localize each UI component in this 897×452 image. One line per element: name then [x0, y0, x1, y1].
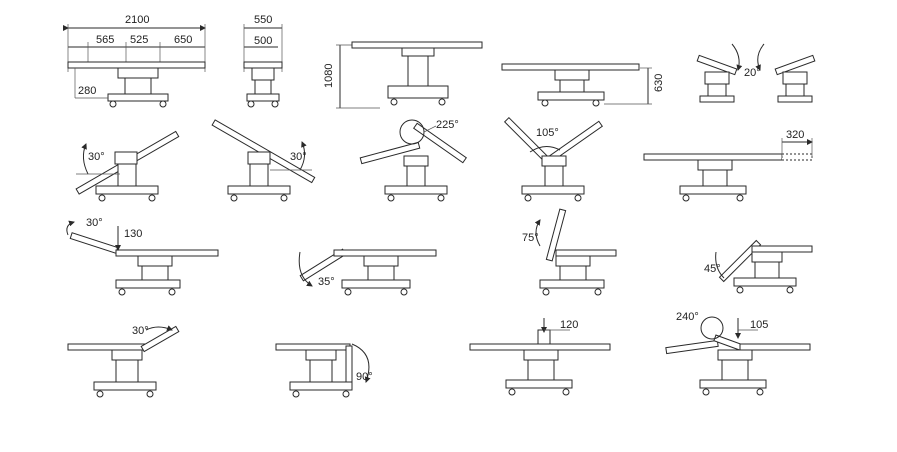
dim-back-down-drop: 130 [124, 228, 142, 240]
dim-min-height: 630 [653, 74, 665, 92]
table-back-down: 130 30° [66, 217, 219, 296]
table-leg-fold: 90° [275, 343, 373, 398]
dim-leg-down-angle: 35° [318, 276, 335, 288]
dim-width-outer: 550 [254, 14, 272, 26]
dim-trend-angle: 30° [88, 151, 105, 163]
dim-base-offset: 280 [78, 85, 96, 97]
table-kidney-bridge-1: 120 [469, 318, 611, 396]
dim-leg-up-angle: 30° [132, 325, 149, 337]
table-reflex: 105° [503, 116, 603, 202]
dim-width-inner: 500 [254, 35, 272, 47]
dim-flex-angle: 225° [436, 119, 459, 131]
dim-seat-section: 525 [130, 34, 148, 46]
table-kidney-bridge-2: 240° 105 [665, 311, 811, 396]
table-reverse-trendelenburg: 30° [211, 119, 316, 202]
dim-leg-section: 650 [174, 34, 192, 46]
dim-reflex-angle: 105° [536, 127, 559, 139]
dim-back-up-angle: 75° [522, 232, 539, 244]
dim-kidney-bridge-2: 105 [750, 319, 768, 331]
dim-head-section: 565 [96, 34, 114, 46]
dim-head-down-angle: 45° [704, 263, 721, 275]
dim-lateral-tilt: 20° [744, 67, 761, 79]
table-min-height: 630 [501, 63, 665, 107]
table-max-height: 1080 [323, 41, 483, 109]
dim-kidney-bridge-1: 120 [560, 319, 578, 331]
table-leg-down: 35° [298, 248, 437, 296]
table-leg-up: 30° [67, 325, 180, 398]
dim-back-down-angle: 30° [86, 217, 103, 229]
dim-kidney-flex-angle: 240° [676, 311, 699, 323]
table-side-dimensions: 2100 565 525 650 280 [63, 14, 206, 108]
table-head-down: 45° [704, 239, 813, 294]
table-end-dimensions: 550 500 [243, 14, 283, 108]
table-trendelenburg: 30° [75, 130, 180, 202]
dim-total-length: 2100 [125, 14, 149, 26]
dim-leg-fold-angle: 90° [356, 371, 373, 383]
dim-reverse-trend-angle: 30° [290, 151, 307, 163]
table-lateral-tilt: 20° [696, 43, 816, 103]
dim-slide-shift: 320 [786, 129, 804, 141]
table-flex: 225° [359, 119, 467, 202]
table-slide: 320 [643, 129, 813, 202]
dim-max-height: 1080 [323, 64, 335, 88]
table-back-up: 75° [522, 208, 617, 296]
